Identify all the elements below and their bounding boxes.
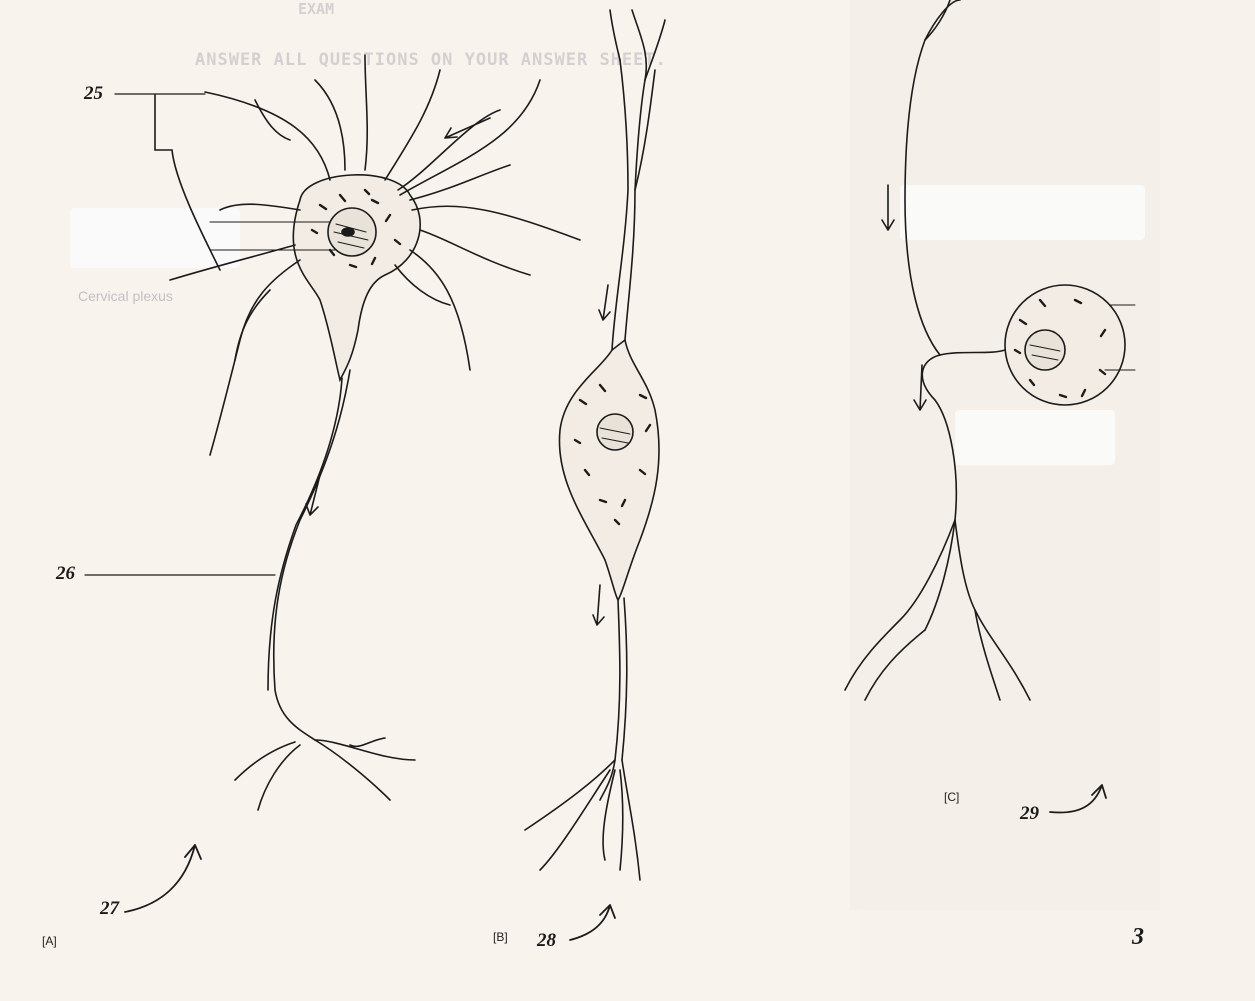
- neuron-b: [525, 10, 665, 940]
- label-27: 27: [100, 898, 119, 920]
- neuron-c: [845, 0, 1135, 813]
- label-29: 29: [1020, 803, 1039, 825]
- label-28: 28: [537, 930, 556, 952]
- panel-label-a: [A]: [42, 934, 57, 948]
- label-26: 26: [56, 563, 75, 585]
- neuron-a: [85, 55, 580, 912]
- label-25: 25: [84, 83, 103, 105]
- page-number: 3: [1132, 924, 1144, 951]
- panel-label-b: [B]: [493, 930, 508, 944]
- panel-label-c: [C]: [944, 790, 959, 804]
